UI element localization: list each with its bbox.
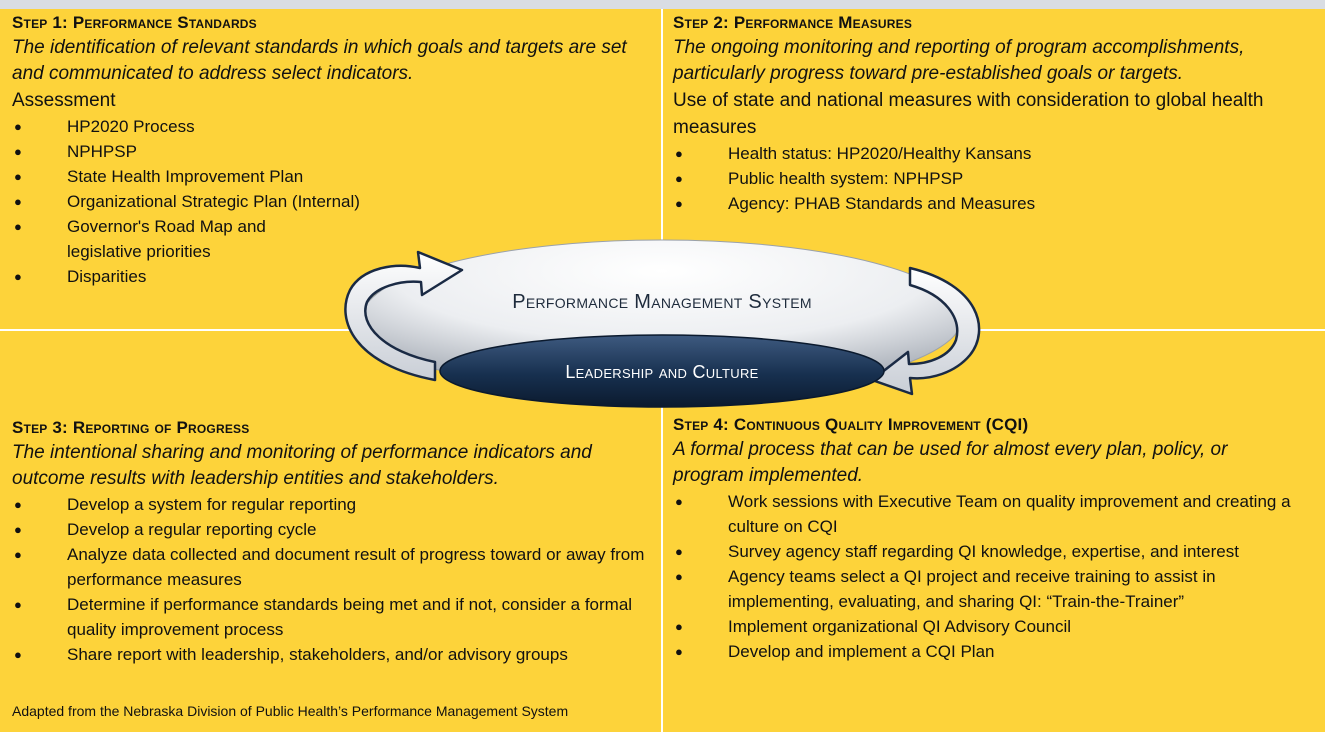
bullet-icon: ● [14,194,22,209]
list-item: ●Survey agency staff regarding QI knowle… [673,539,1315,564]
bullet-icon: ● [14,219,22,234]
bullet-icon: ● [675,494,683,509]
list-item: ●Develop and implement a CQI Plan [673,639,1315,664]
step1-title: Step 1: Performance Standards [12,13,257,32]
bullet-icon: ● [675,619,683,634]
step1-panel: Step 1: Performance Standards The identi… [0,9,661,329]
list-item: ●Public health system: NPHPSP [673,166,1315,191]
list-item: ●State Health Improvement Plan [12,164,649,189]
bullet-icon: ● [14,597,22,612]
step1-list: ●HP2020 Process ●NPHPSP ●State Health Im… [12,114,649,289]
list-item: ●HP2020 Process [12,114,649,139]
bullet-icon: ● [675,544,683,559]
step1-subheading: Assessment [12,90,116,111]
list-item: ●Develop a system for regular reporting [12,492,649,517]
list-item: ●Governor's Road Map and legislative pri… [12,214,297,264]
step2-list: ●Health status: HP2020/Healthy Kansans ●… [673,141,1315,216]
bullet-icon: ● [14,269,22,284]
list-item: ●Develop a regular reporting cycle [12,517,649,542]
list-item: ●Health status: HP2020/Healthy Kansans [673,141,1315,166]
step3-title: Step 3: Reporting of Progress [12,418,250,437]
bullet-icon: ● [675,171,683,186]
bullet-icon: ● [675,569,683,584]
bullet-icon: ● [675,196,683,211]
top-strip [0,0,1325,9]
list-item: ●Share report with leadership, stakehold… [12,642,649,667]
bullet-icon: ● [675,644,683,659]
bullet-icon: ● [14,119,22,134]
list-item: ●Determine if performance standards bein… [12,592,647,642]
bullet-icon: ● [14,497,22,512]
list-item: ●Agency: PHAB Standards and Measures [673,191,1315,216]
bullet-icon: ● [14,547,22,562]
step2-subheading: Use of state and national measures with … [673,90,1264,138]
step4-title: Step 4: Continuous Quality Improvement (… [673,415,1029,434]
list-item: ●Work sessions with Executive Team on qu… [673,489,1298,539]
step3-panel: Step 3: Reporting of Progress The intent… [0,331,661,732]
step1-description: The identification of relevant standards… [12,37,627,84]
list-item: ●Disparities [12,264,649,289]
step4-description: A formal process that can be used for al… [673,439,1228,486]
step3-list: ●Develop a system for regular reporting … [12,492,649,667]
step2-panel: Step 2: Performance Measures The ongoing… [663,9,1325,329]
list-item: ●Organizational Strategic Plan (Internal… [12,189,649,214]
step4-list: ●Work sessions with Executive Team on qu… [673,489,1315,664]
bullet-icon: ● [14,647,22,662]
step3-description: The intentional sharing and monitoring o… [12,442,592,489]
list-item: ●Analyze data collected and document res… [12,542,647,592]
list-item: ●Agency teams select a QI project and re… [673,564,1298,614]
step4-panel: Step 4: Continuous Quality Improvement (… [663,331,1325,732]
step2-description: The ongoing monitoring and reporting of … [673,37,1245,84]
bullet-icon: ● [14,522,22,537]
bullet-icon: ● [14,169,22,184]
bullet-icon: ● [14,144,22,159]
step2-title: Step 2: Performance Measures [673,13,913,32]
source-note: Adapted from the Nebraska Division of Pu… [12,703,569,719]
list-item: ●Implement organizational QI Advisory Co… [673,614,1315,639]
bullet-icon: ● [675,146,683,161]
list-item: ●NPHPSP [12,139,649,164]
